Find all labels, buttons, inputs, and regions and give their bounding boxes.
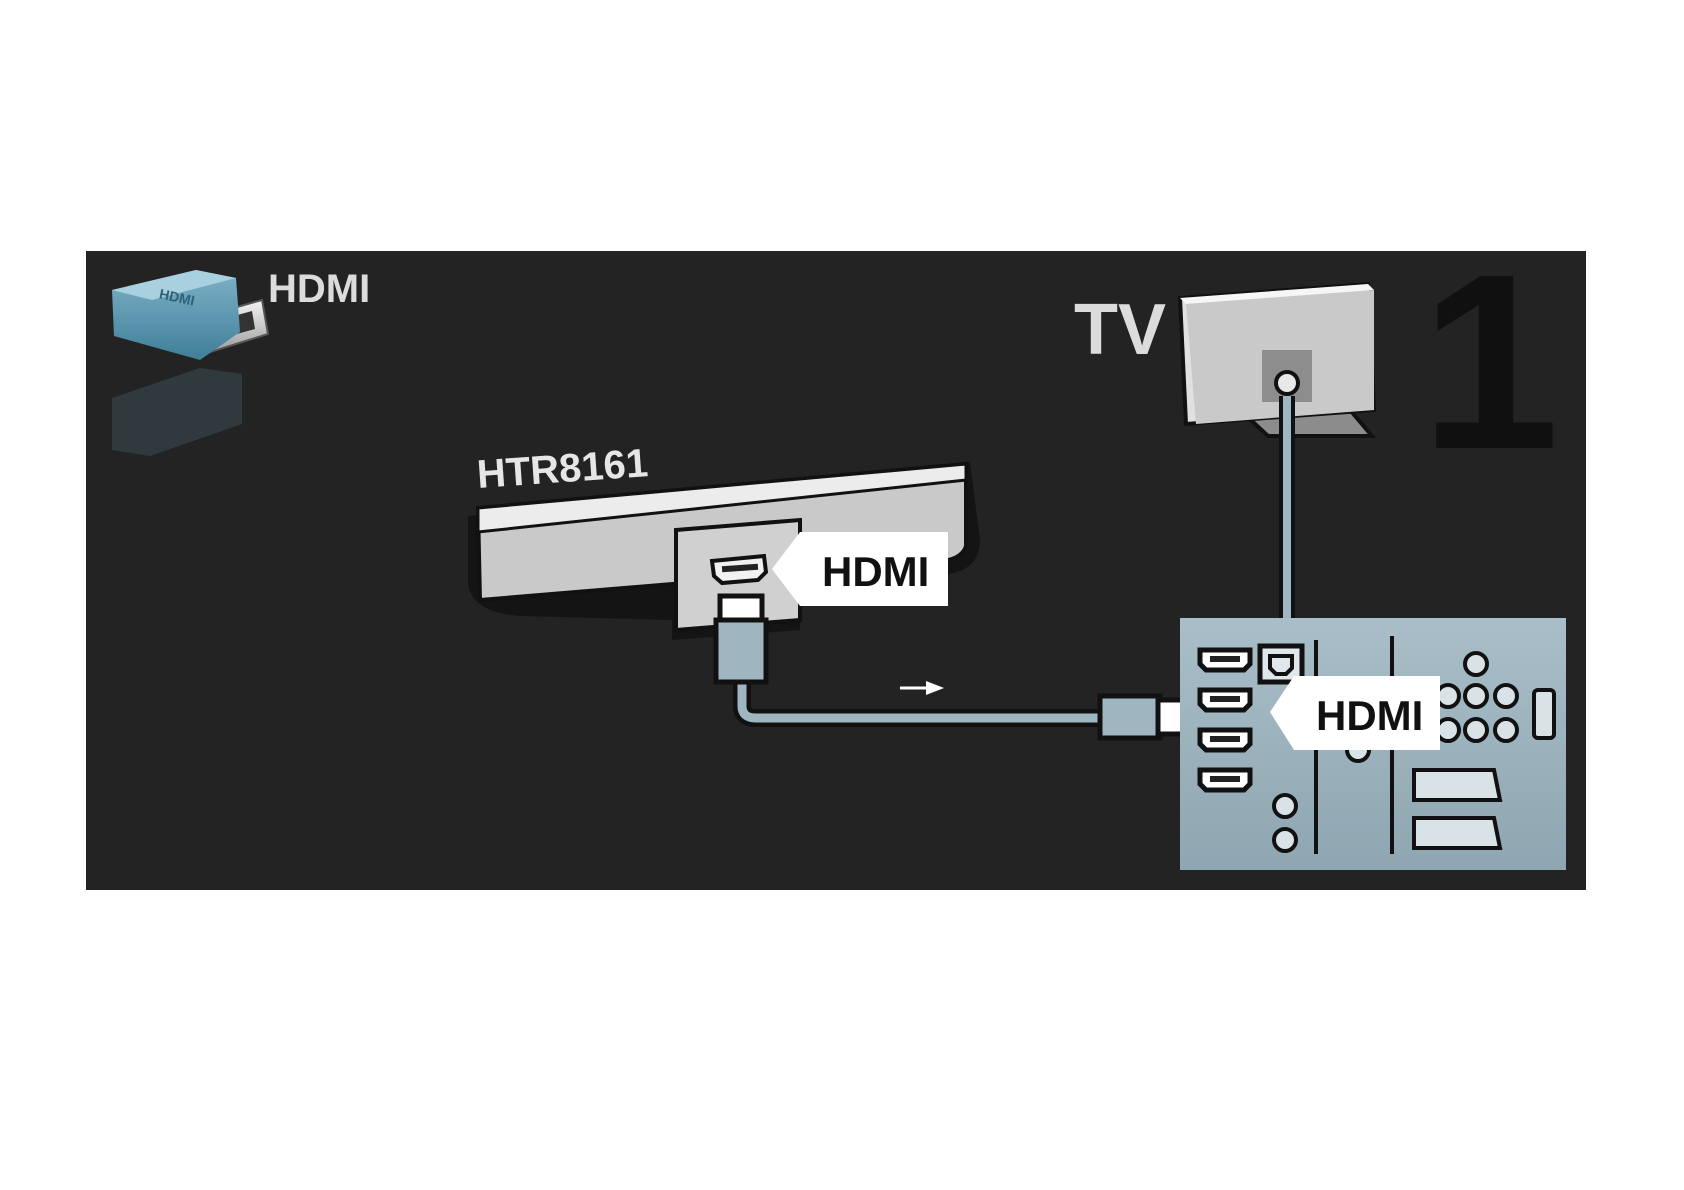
- connector-caption: HDMI: [268, 267, 370, 311]
- tv-icon: [1180, 284, 1374, 436]
- device-port-callout: HDMI: [772, 532, 948, 606]
- step-number: 1: [1420, 222, 1559, 501]
- tv-port-label: HDMI: [1316, 692, 1423, 739]
- device-port-label: HDMI: [822, 548, 929, 595]
- tv-label: TV: [1074, 290, 1166, 370]
- tv-port-callout: HDMI: [1270, 676, 1440, 750]
